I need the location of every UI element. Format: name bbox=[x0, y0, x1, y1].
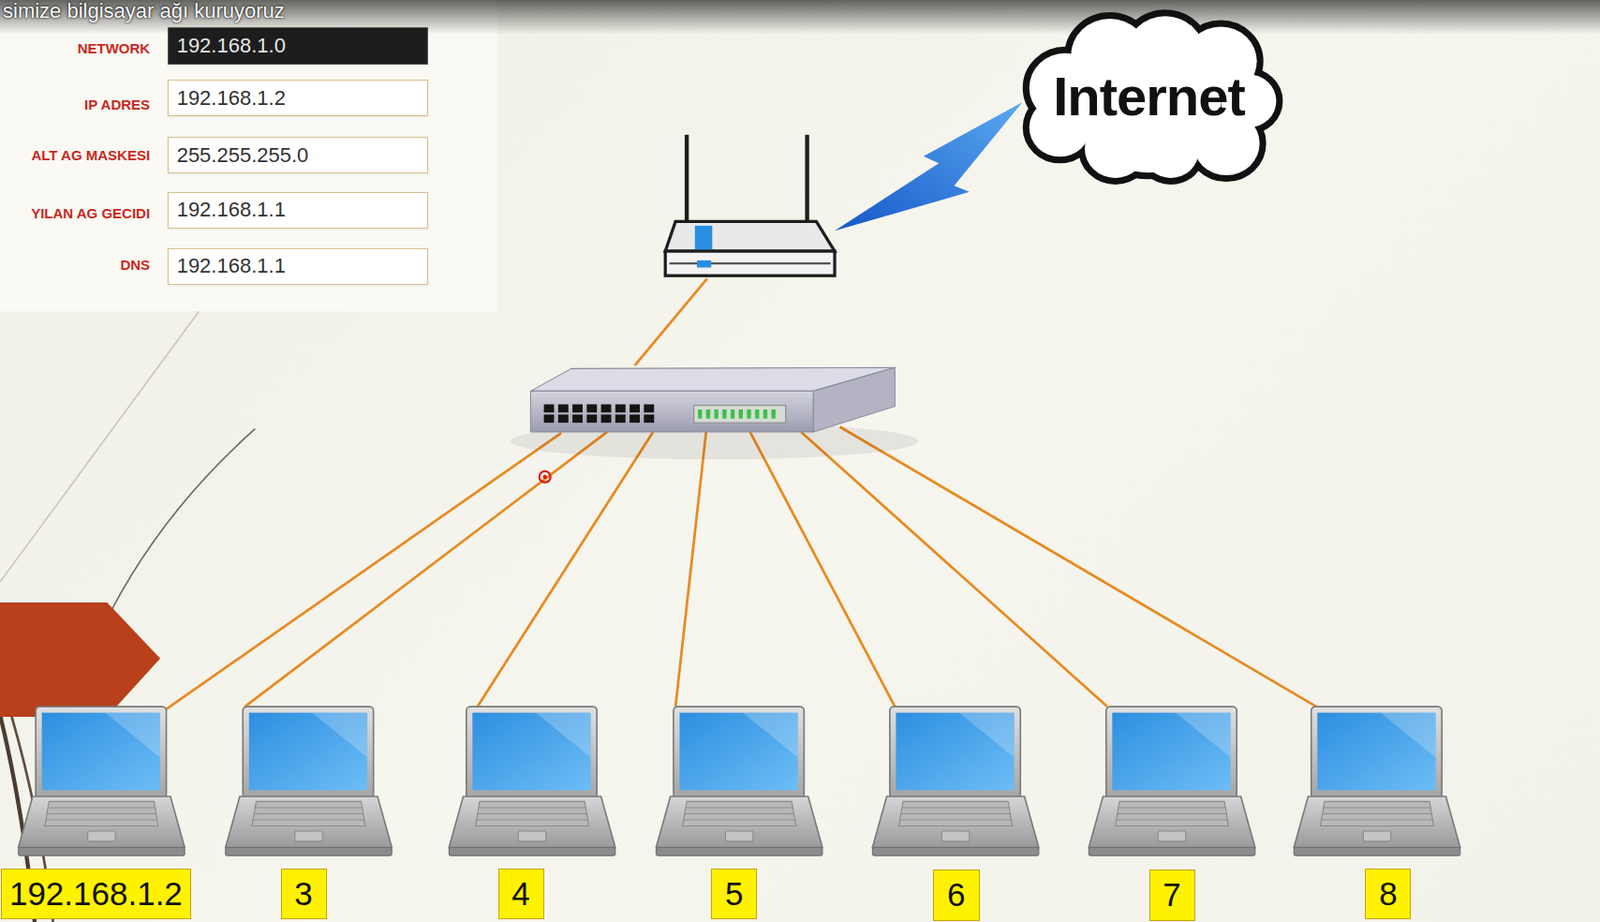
antenna bbox=[804, 134, 809, 225]
node-text: 5 bbox=[725, 874, 743, 913]
port bbox=[558, 404, 569, 414]
led-panel bbox=[694, 405, 786, 424]
port bbox=[629, 414, 640, 423]
port bbox=[544, 404, 555, 414]
switch-ports bbox=[544, 404, 655, 424]
port bbox=[544, 414, 555, 423]
ip-tag: 8 bbox=[1364, 868, 1411, 919]
antenna bbox=[684, 134, 689, 225]
port bbox=[586, 404, 597, 414]
node-text: 8 bbox=[1378, 874, 1397, 913]
decor-pentagon bbox=[0, 602, 161, 717]
cable bbox=[750, 431, 896, 707]
port bbox=[629, 404, 640, 414]
node-text: 6 bbox=[947, 875, 965, 914]
port bbox=[601, 404, 612, 414]
router-stripe bbox=[695, 225, 713, 251]
video-title: simize bilgisayar ağı kuruyoruz bbox=[2, 0, 285, 23]
port bbox=[643, 404, 654, 414]
internet-cloud: Internet bbox=[1009, 2, 1288, 189]
address-field: 192.168.1.1 bbox=[167, 248, 430, 285]
port bbox=[558, 414, 569, 423]
address-field: 192.168.1.1 bbox=[167, 192, 430, 229]
address-field: 255.255.255.0 bbox=[167, 136, 430, 174]
field-label: NETWORK bbox=[0, 39, 150, 59]
cable bbox=[244, 431, 608, 707]
field-label: IP ADRES bbox=[0, 95, 150, 115]
cables bbox=[150, 426, 1317, 720]
cable bbox=[477, 431, 653, 707]
cable bbox=[800, 431, 1108, 707]
cable bbox=[675, 431, 707, 707]
port bbox=[572, 404, 583, 414]
laptop bbox=[225, 706, 393, 856]
port bbox=[586, 414, 597, 423]
laptop bbox=[872, 706, 1039, 856]
cursor-dot bbox=[543, 474, 548, 479]
cable bbox=[839, 426, 1317, 707]
node-text: 192.168.1.1 bbox=[177, 253, 286, 279]
network-field: 192.168.1.0 bbox=[167, 27, 430, 64]
ip-tag: 6 bbox=[933, 869, 980, 920]
port bbox=[643, 414, 654, 423]
node-text: Internet bbox=[1052, 64, 1245, 128]
switch-side bbox=[813, 367, 895, 432]
wireless-bolt bbox=[834, 102, 1023, 231]
router-front bbox=[665, 251, 835, 276]
status-leds bbox=[699, 409, 773, 419]
ip-tag: 4 bbox=[498, 868, 545, 919]
decor-curve bbox=[0, 311, 199, 582]
switch-front bbox=[530, 390, 814, 432]
decor-curve bbox=[110, 429, 256, 613]
node-text: 192.168.1.1 bbox=[177, 197, 286, 223]
laptop bbox=[1293, 706, 1461, 856]
field-label: DNS bbox=[0, 255, 150, 275]
port bbox=[615, 404, 626, 414]
laptop bbox=[655, 706, 823, 856]
node-text: 192.168.1.0 bbox=[177, 33, 286, 59]
field-label: ALT AG MASKESI bbox=[0, 146, 150, 165]
router-led bbox=[696, 260, 712, 268]
laptop bbox=[448, 706, 616, 856]
ip-tag: 3 bbox=[281, 868, 327, 919]
router-line bbox=[669, 262, 831, 265]
laptop bbox=[18, 706, 186, 856]
ip-tag: 7 bbox=[1149, 869, 1196, 920]
field-label: YILAN AG GECIDI bbox=[0, 204, 150, 223]
port bbox=[601, 414, 612, 423]
ip-tag: 5 bbox=[711, 868, 757, 919]
node-text: 4 bbox=[511, 874, 530, 913]
node-text: 3 bbox=[294, 874, 312, 913]
cable bbox=[635, 278, 708, 366]
port bbox=[572, 414, 583, 423]
cursor-ring bbox=[539, 471, 551, 483]
node-text: 192.168.1.2 bbox=[9, 874, 183, 913]
node-text: 7 bbox=[1162, 875, 1181, 914]
red-cursor bbox=[539, 471, 551, 483]
cable bbox=[150, 432, 562, 720]
address-field: 192.168.1.2 bbox=[167, 79, 430, 117]
ip-tag: 192.168.1.2 bbox=[0, 868, 192, 919]
node-text: 192.168.1.2 bbox=[177, 86, 286, 111]
node-text: 255.255.255.0 bbox=[177, 143, 310, 168]
switch bbox=[510, 367, 919, 460]
router-top bbox=[665, 221, 835, 252]
router bbox=[665, 134, 835, 276]
laptop bbox=[1088, 706, 1256, 856]
settings-panel bbox=[0, 0, 497, 312]
port bbox=[615, 414, 626, 423]
